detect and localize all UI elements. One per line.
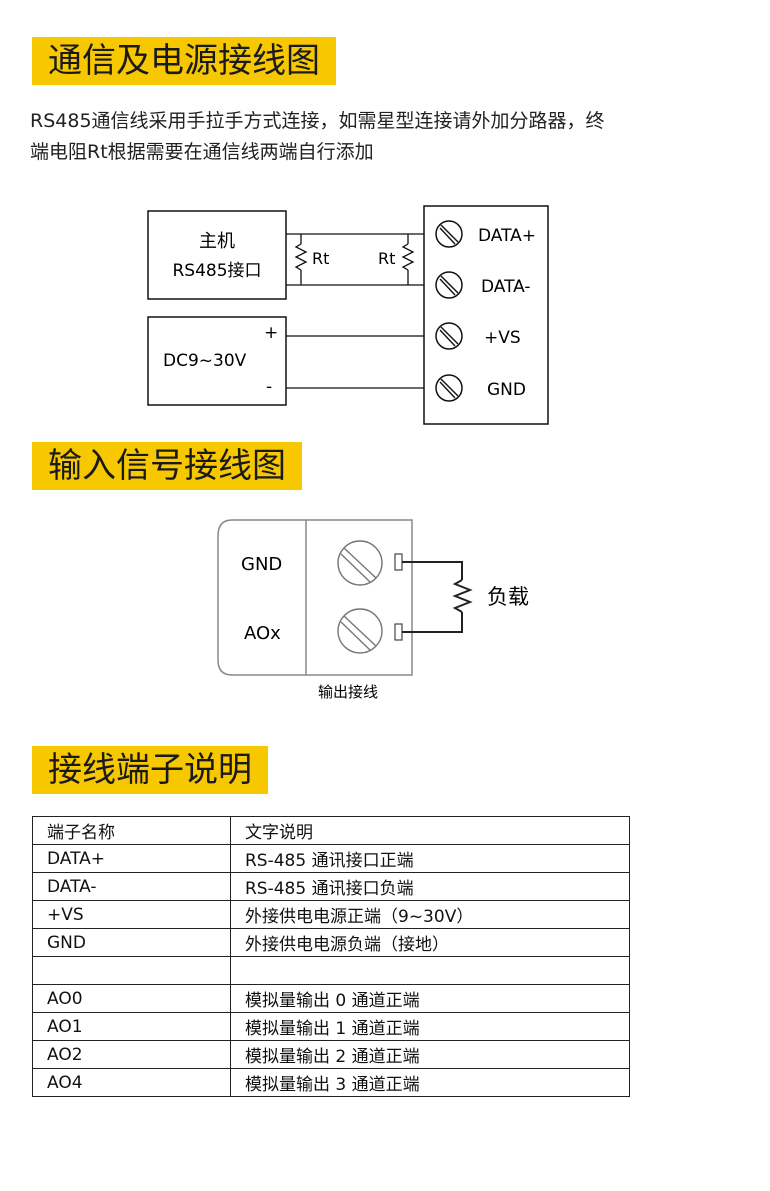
table-row: AO0 模拟量输出 0 通道正端	[32, 984, 630, 1013]
cell-terminal: GND	[32, 928, 231, 957]
cell-terminal: +VS	[32, 900, 231, 929]
screw-terminal-1	[435, 220, 463, 248]
input-wiring-diagram: GND AOx 负载 输出接线	[217, 519, 529, 701]
resistor-rt-right	[401, 234, 415, 285]
terminal-label-gnd: GND	[487, 380, 526, 400]
table-row-empty	[32, 956, 630, 985]
resistor-rt-left	[294, 234, 308, 285]
cell-terminal: AO0	[32, 984, 231, 1013]
pin-aox	[394, 623, 403, 641]
terminal-block	[423, 205, 549, 425]
intro-paragraph: RS485通信线采用手拉手方式连接，如需星型连接请外加分路器，终 端电阻Rt根据…	[30, 106, 740, 168]
terminal-label-data-plus: DATA+	[478, 226, 536, 246]
cell-description: 模拟量输出 0 通道正端	[230, 984, 630, 1013]
aox-label: AOx	[244, 623, 281, 644]
rt-left-label: Rt	[312, 249, 329, 268]
cell-terminal: AO2	[32, 1040, 231, 1069]
cell-terminal	[32, 956, 231, 985]
gnd-label: GND	[241, 554, 282, 575]
cell-description: RS-485 通讯接口正端	[230, 844, 630, 873]
rt-right-label: Rt	[378, 249, 395, 268]
section-title-comm: 通信及电源接线图	[32, 37, 336, 85]
table-row: DATA+ RS-485 通讯接口正端	[32, 844, 630, 873]
cell-terminal: DATA-	[32, 872, 231, 901]
host-label-line1: 主机	[199, 231, 235, 252]
wire-gnd-load	[402, 561, 463, 580]
table-row: GND 外接供电电源负端（接地）	[32, 928, 630, 957]
intro-line-2: 端电阻Rt根据需要在通信线两端自行添加	[30, 141, 374, 163]
screw-terminal-4	[435, 374, 463, 402]
intro-line-1: RS485通信线采用手拉手方式连接，如需星型连接请外加分路器，终	[30, 110, 605, 132]
wire-aox-load	[402, 612, 463, 633]
screw-terminal-3	[435, 322, 463, 350]
pin-gnd	[394, 553, 403, 571]
cell-terminal: AO1	[32, 1012, 231, 1041]
load-resistor	[452, 579, 473, 613]
terminal-label-vs: +VS	[484, 328, 521, 348]
load-label: 负载	[487, 585, 529, 609]
power-label: DC9~30V	[163, 351, 247, 371]
cell-description: 模拟量输出 1 通道正端	[230, 1012, 630, 1041]
table-row: AO2 模拟量输出 2 通道正端	[32, 1040, 630, 1069]
screw-terminal-2	[435, 271, 463, 299]
header-description: 文字说明	[230, 816, 630, 845]
table-row: AO1 模拟量输出 1 通道正端	[32, 1012, 630, 1041]
cell-description: 模拟量输出 3 通道正端	[230, 1068, 630, 1097]
table-row: DATA- RS-485 通讯接口负端	[32, 872, 630, 901]
comm-wiring-diagram: 主机 RS485接口 DC9~30V + - Rt Rt	[147, 205, 549, 425]
terminal-table: 端子名称 文字说明 DATA+ RS-485 通讯接口正端 DATA- RS-4…	[32, 816, 630, 1097]
power-plus: +	[264, 323, 278, 343]
cell-description: 外接供电电源负端（接地）	[230, 928, 630, 957]
table-row: AO4 模拟量输出 3 通道正端	[32, 1068, 630, 1097]
cell-terminal: AO4	[32, 1068, 231, 1097]
table-row: +VS 外接供电电源正端（9~30V）	[32, 900, 630, 929]
cell-description: 模拟量输出 2 通道正端	[230, 1040, 630, 1069]
connector-housing	[217, 519, 413, 676]
table-header-row: 端子名称 文字说明	[32, 816, 630, 845]
section-title-terminal: 接线端子说明	[32, 746, 268, 794]
output-wiring-caption: 输出接线	[318, 683, 378, 701]
power-minus: -	[266, 377, 272, 397]
cell-description	[230, 956, 630, 985]
section-title-input: 输入信号接线图	[32, 442, 302, 490]
screw-aox	[337, 608, 383, 654]
cell-terminal: DATA+	[32, 844, 231, 873]
power-box	[147, 316, 287, 406]
host-box	[147, 210, 287, 300]
screw-gnd	[337, 540, 383, 586]
cell-description: RS-485 通讯接口负端	[230, 872, 630, 901]
header-terminal-name: 端子名称	[32, 816, 231, 845]
terminal-label-data-minus: DATA-	[481, 277, 531, 297]
host-label-line2: RS485接口	[172, 261, 261, 281]
cell-description: 外接供电电源正端（9~30V）	[230, 900, 630, 929]
